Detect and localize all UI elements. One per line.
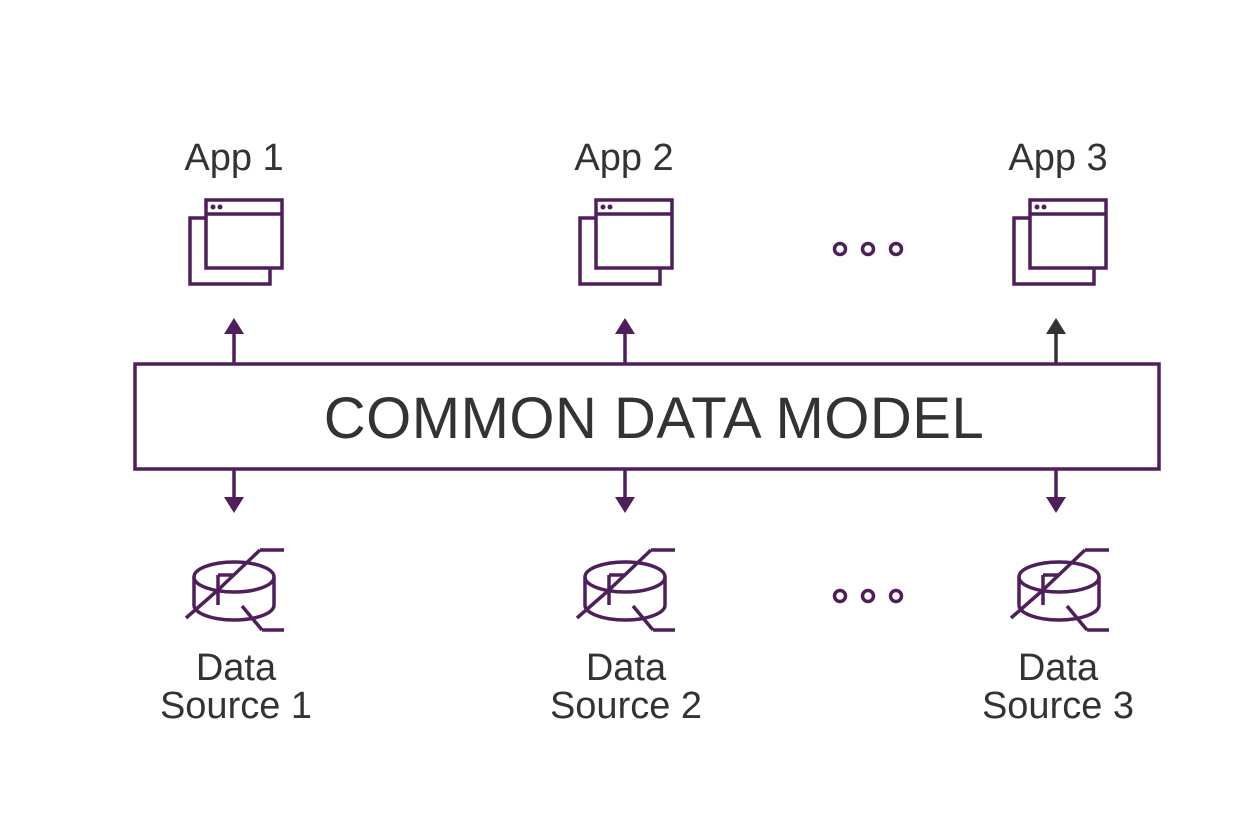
source-2-label-line2: Source 2 xyxy=(550,685,702,727)
app-2-label: App 2 xyxy=(574,137,673,179)
ellipsis-icon xyxy=(832,241,904,257)
arrow-up-icon xyxy=(615,318,635,364)
arrow-up-icon xyxy=(224,318,244,364)
source-1-label-line1: Data xyxy=(196,647,277,689)
source-2-label-line1: Data xyxy=(586,647,667,689)
app-window-icon xyxy=(1012,198,1108,286)
arrow-down-icon xyxy=(1046,469,1066,513)
source-1-label-line2: Source 1 xyxy=(160,685,312,727)
database-icon xyxy=(1009,548,1109,632)
arrow-down-icon xyxy=(224,469,244,513)
source-3-label-line2: Source 3 xyxy=(982,685,1134,727)
app-window-icon xyxy=(578,198,674,286)
database-icon xyxy=(184,548,284,632)
app-1-label: App 1 xyxy=(184,137,283,179)
app-3-label: App 3 xyxy=(1008,137,1107,179)
common-data-model-label: COMMON DATA MODEL xyxy=(324,386,985,451)
database-icon xyxy=(575,548,675,632)
app-window-icon xyxy=(188,198,284,286)
arrow-up-icon xyxy=(1046,318,1066,364)
arrow-down-icon xyxy=(615,469,635,513)
common-data-model-box xyxy=(133,362,1161,471)
source-3-label-line1: Data xyxy=(1018,647,1099,689)
ellipsis-icon xyxy=(832,588,904,604)
